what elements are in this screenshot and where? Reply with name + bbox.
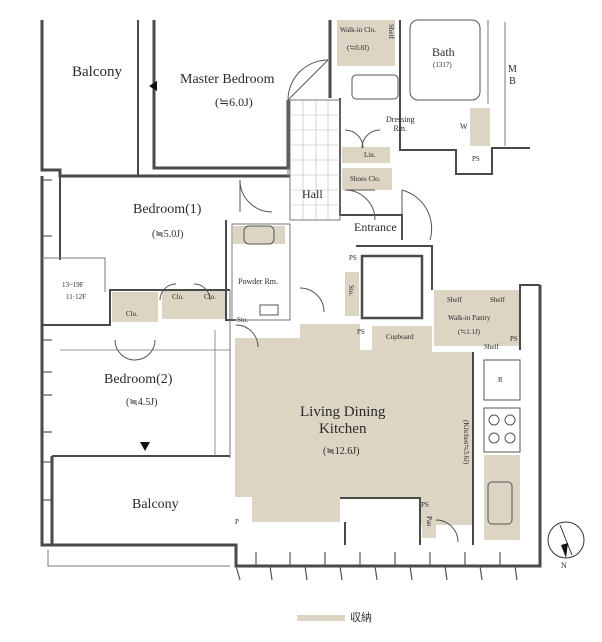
shelf-vertical-label: Shelf — [387, 24, 396, 39]
powder-shelf-fill — [233, 226, 285, 244]
ps-label-d: PS — [421, 501, 429, 509]
hall-label: Hall — [302, 187, 323, 201]
bedroom1-label: Bedroom(1) — [133, 202, 202, 217]
powder-sink — [243, 225, 275, 245]
bedroom2-size: (≒4.5J) — [126, 397, 158, 408]
walkin-pantry-size: (≒1.1J) — [458, 328, 481, 336]
storage-areas — [112, 20, 520, 540]
interior-lines — [42, 20, 506, 567]
powder-room-label: Powder Rm. — [238, 277, 278, 286]
shoes-closet-label: Shoes Clo. — [350, 175, 381, 183]
closets-fill — [162, 289, 226, 319]
walkin-closet-size: (≒0.8J) — [347, 44, 370, 52]
master-bedroom-label: Master Bedroom — [180, 72, 275, 87]
linen-fill — [342, 147, 390, 163]
floors-upper-label: 13~19F — [62, 281, 84, 289]
burner — [504, 432, 516, 444]
compass-label: N — [561, 561, 567, 570]
entry-marker-icon — [149, 81, 157, 91]
bedroom2-closet-fill — [112, 292, 158, 322]
burner — [504, 414, 516, 426]
hall-tiles — [290, 100, 340, 220]
refrigerator-box — [483, 359, 521, 401]
burner — [488, 432, 500, 444]
ldk-size: (≒12.6J) — [323, 446, 360, 457]
kitchen-size-label: (Kitchen≒3.6J) — [462, 420, 471, 465]
p-label: P — [235, 518, 239, 526]
pantry-fill — [434, 290, 520, 346]
dressing-room-label: Dressing Rm. — [386, 115, 415, 134]
balcony-top-label: Balcony — [72, 64, 122, 80]
entrance-label: Entrance — [354, 220, 397, 234]
closet-label-c: Clo. — [126, 310, 138, 318]
ps-bath-label: PS — [472, 155, 480, 163]
legend-storage-label: 収納 — [350, 611, 372, 624]
bath-label: Bath — [432, 45, 455, 59]
kitchen-sink — [487, 481, 513, 525]
bedroom2-label: Bedroom(2) — [104, 372, 173, 387]
bedroom1-size: (≒5.0J) — [152, 229, 184, 240]
mb-label: M B — [508, 64, 517, 87]
pantry-shelf-b: Shelf — [490, 296, 505, 304]
ps-label-a: PS — [349, 254, 357, 262]
entry-marker-icon — [140, 442, 150, 451]
compass-icon — [547, 521, 585, 559]
burner — [488, 414, 500, 426]
closet-label-b: Clo. — [204, 293, 216, 301]
walkin-pantry-label: Walk-in Pantry — [448, 314, 491, 322]
sink — [351, 74, 399, 100]
cooktop — [483, 407, 521, 453]
cupboard-label: Cupboard — [386, 333, 414, 341]
walls — [40, 20, 542, 568]
pantry-shelf-a: Shelf — [447, 296, 462, 304]
bath-size: (1317) — [433, 61, 452, 69]
storage-label-b: Sto. — [347, 285, 356, 297]
pantry-shelf-c: Shelf — [484, 343, 499, 351]
bedroom-bays — [60, 330, 230, 456]
walkin-closet-fill — [337, 20, 395, 66]
ldk-floor-tint — [235, 324, 473, 525]
sto-fill — [345, 272, 359, 316]
bath-tub — [409, 19, 481, 101]
powder-fixture — [259, 304, 279, 316]
closet-label-a: Clo. — [172, 293, 184, 301]
pan-label: Pan — [425, 516, 434, 527]
linen-label: Lin. — [364, 151, 376, 159]
kitchen-counter-fill — [484, 455, 520, 540]
doors — [114, 59, 459, 543]
pan-fill — [422, 510, 436, 538]
ps-label-c: PS — [510, 335, 518, 343]
storage-label-a: Sto. — [237, 316, 249, 324]
washer-fill — [470, 108, 490, 146]
floors-lower-label: 11·12F — [66, 293, 86, 301]
master-bedroom-size: (≒6.0J) — [215, 95, 253, 109]
shoes-closet-fill — [342, 168, 392, 190]
refrigerator-label: R — [498, 376, 503, 384]
balcony-bottom-label: Balcony — [132, 497, 179, 512]
ps-label-b: PS — [357, 328, 365, 336]
windows — [42, 179, 518, 581]
cupboard-fill — [372, 326, 432, 350]
ldk-label: Living Dining Kitchen — [300, 404, 386, 438]
walkin-closet-label: Walk-in Clo. — [340, 26, 376, 34]
legend-storage-swatch — [297, 615, 345, 621]
washer-label: W — [460, 122, 468, 131]
